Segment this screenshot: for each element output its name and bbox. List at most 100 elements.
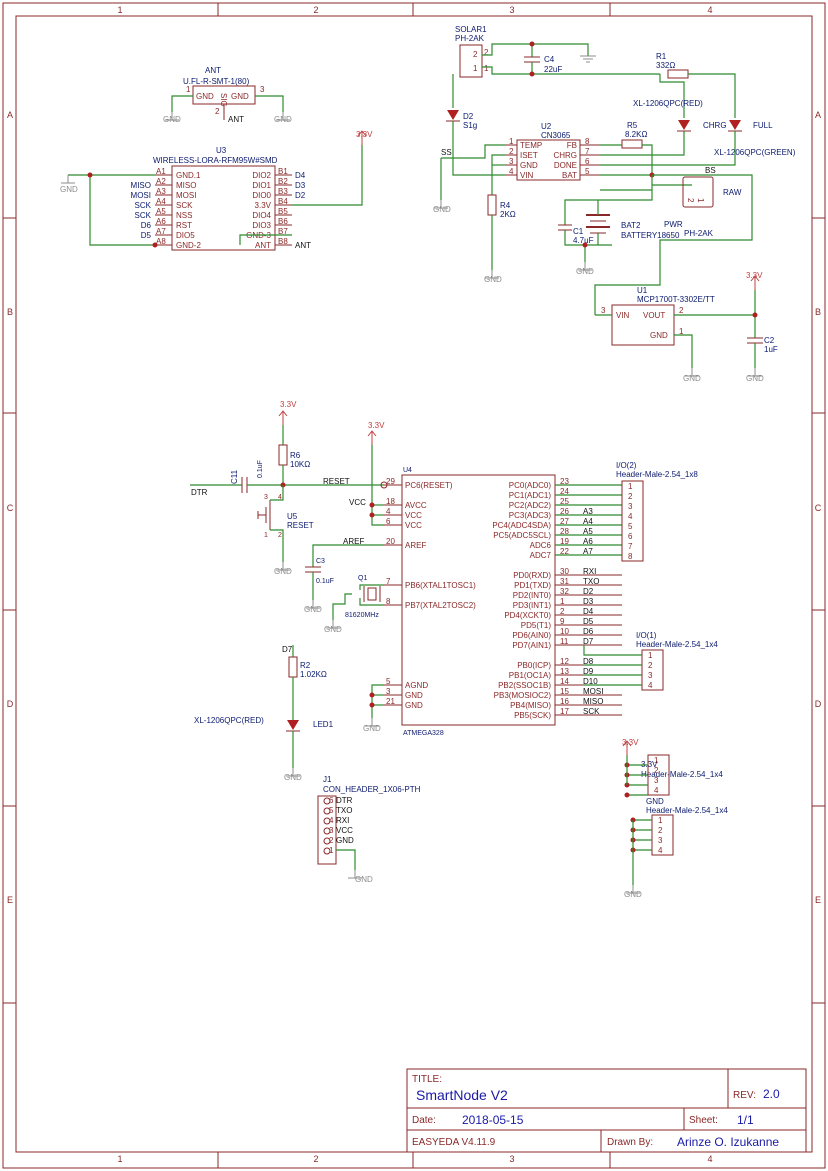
junction [87, 172, 93, 178]
q1-ref: Q1 [358, 575, 367, 582]
u4-pin-name: PD7(AIN1) [512, 641, 551, 650]
u4-net-label: A7 [583, 547, 593, 556]
u1-ref: U1 [637, 286, 648, 295]
u4-pin-name: PB4(MISO) [510, 701, 551, 710]
r1-ref: R1 [656, 52, 667, 61]
u4-pin-name: PD4(XCKT0) [504, 611, 551, 620]
u4-right-pins: 23PC0(ADC0)24PC1(ADC1)25PC2(ADC2)26PC3(A… [492, 477, 622, 720]
solar-connector[interactable]: SOLAR1 PH-2AK 2 1 2 1 [455, 25, 489, 78]
u5-pin1: 1 [264, 532, 268, 539]
r6-33v-label: 3.3V [280, 400, 297, 409]
reset-label: RESET [323, 477, 350, 486]
u4-net-label: TXO [583, 577, 599, 586]
u1-gnd-label: GND [683, 374, 701, 383]
u3-net-label: MISO [131, 181, 151, 190]
u4-pin-num: 3 [386, 687, 391, 696]
col-label-3: 3 [509, 5, 514, 15]
r4-ref: R4 [500, 201, 511, 210]
u4-pin-num: 32 [560, 587, 569, 596]
r5-ref: R5 [627, 121, 638, 130]
title-block: TITLE: SmartNode V2 REV: 2.0 Date: 2018-… [406, 1068, 807, 1153]
r2-value: 1.02KΩ [300, 670, 327, 679]
u2-pin-name: BAT [562, 171, 577, 180]
header-pin-num: 2 [648, 661, 653, 670]
j1-pin-num: 4 [329, 816, 334, 825]
u4-pin-name: PD1(TXD) [514, 581, 551, 590]
title-label: TITLE: [412, 1074, 442, 1085]
j1-net-label: GND [336, 836, 354, 845]
u3-pin-num: A5 [156, 207, 166, 216]
date-label: Date: [412, 1115, 436, 1126]
solar1-ref: SOLAR1 [455, 25, 487, 34]
ldo-u1[interactable]: U1 MCP1700T-3302E/TT VIN VOUT GND 3 2 1 [601, 286, 715, 346]
solar1-value: PH-2AK [455, 34, 485, 43]
u3-pin-name: DIO1 [252, 181, 271, 190]
row-label-c-right: C [815, 503, 822, 513]
u4-pin-num: 4 [386, 507, 391, 516]
solar1-pin1-inner: 1 [473, 64, 478, 73]
header-pin-num: 1 [648, 651, 653, 660]
j1-pin-num: 1 [329, 846, 334, 855]
u4-pin-name: PB6(XTAL1TOSC1) [405, 581, 476, 590]
row-label-d-right: D [815, 699, 822, 709]
solar1-pin2: 2 [484, 48, 489, 57]
col-label-1-bottom: 1 [117, 1154, 122, 1164]
u3-pin-num: B4 [278, 197, 288, 206]
ant-connector[interactable]: ANT U.FL-R-SMT-1(80) GND GND SIG 1 3 2 A… [183, 66, 265, 124]
ant-net-label: ANT [228, 115, 244, 124]
raw-connector[interactable]: 2 1 RAW [682, 176, 742, 208]
u4-pin-num: 25 [560, 497, 569, 506]
u4-pin-name: PB0(ICP) [517, 661, 551, 670]
j1-ref: J1 [323, 775, 332, 784]
u4-pin-name: PB3(MOSIOC2) [494, 691, 552, 700]
u4-ref: U4 [403, 467, 412, 474]
u2-pin-name: GND [520, 161, 538, 170]
r2-ref: R2 [300, 661, 311, 670]
u4-pin-num: 8 [386, 597, 391, 606]
u4-net-label: D5 [583, 617, 594, 626]
u4-net-label: A3 [583, 507, 593, 516]
row-label-b: B [7, 307, 13, 317]
col-label-3-bottom: 3 [509, 1154, 514, 1164]
u3-net-label: SCK [135, 211, 152, 220]
header-pin-num: 5 [628, 522, 633, 531]
aref-label: AREF [343, 537, 364, 546]
io1-value: Header-Male-2.54_1x4 [636, 640, 718, 649]
header-pin-num: 2 [654, 766, 659, 775]
col-label-1: 1 [117, 5, 122, 15]
u4-pin-name: PB5(SCK) [514, 711, 551, 720]
j1-net-label: VCC [336, 826, 353, 835]
u4-pin-name: AGND [405, 681, 428, 690]
j1-net-label: TXO [336, 806, 352, 815]
hdr33-value: Header-Male-2.54_1x4 [641, 770, 723, 779]
pwr-value: PH-2AK [684, 229, 714, 238]
frame-row-labels: A B C D E A B C D E [7, 110, 822, 905]
crystal-q1[interactable]: Q1 81620MHz [345, 575, 381, 619]
u3-net-label: D4 [295, 171, 306, 180]
u4-pin-name: PC6(RESET) [405, 481, 453, 490]
reset-button-u5[interactable]: 3 4 1 2 U5 RESET [257, 494, 314, 539]
ant-pin3-num: 3 [260, 85, 265, 94]
u1-gnd: GND [650, 331, 668, 340]
solar1-pin1: 1 [484, 64, 489, 73]
sheet-label: Sheet: [689, 1115, 718, 1126]
u4-net-label: A4 [583, 517, 593, 526]
u3-net-label: D2 [295, 191, 306, 200]
u3-pin-name: RST [176, 221, 192, 230]
io2-value: Header-Male-2.54_1x8 [616, 470, 698, 479]
u5-pin2: 2 [278, 532, 282, 539]
sheet-value: 1/1 [737, 1113, 754, 1127]
